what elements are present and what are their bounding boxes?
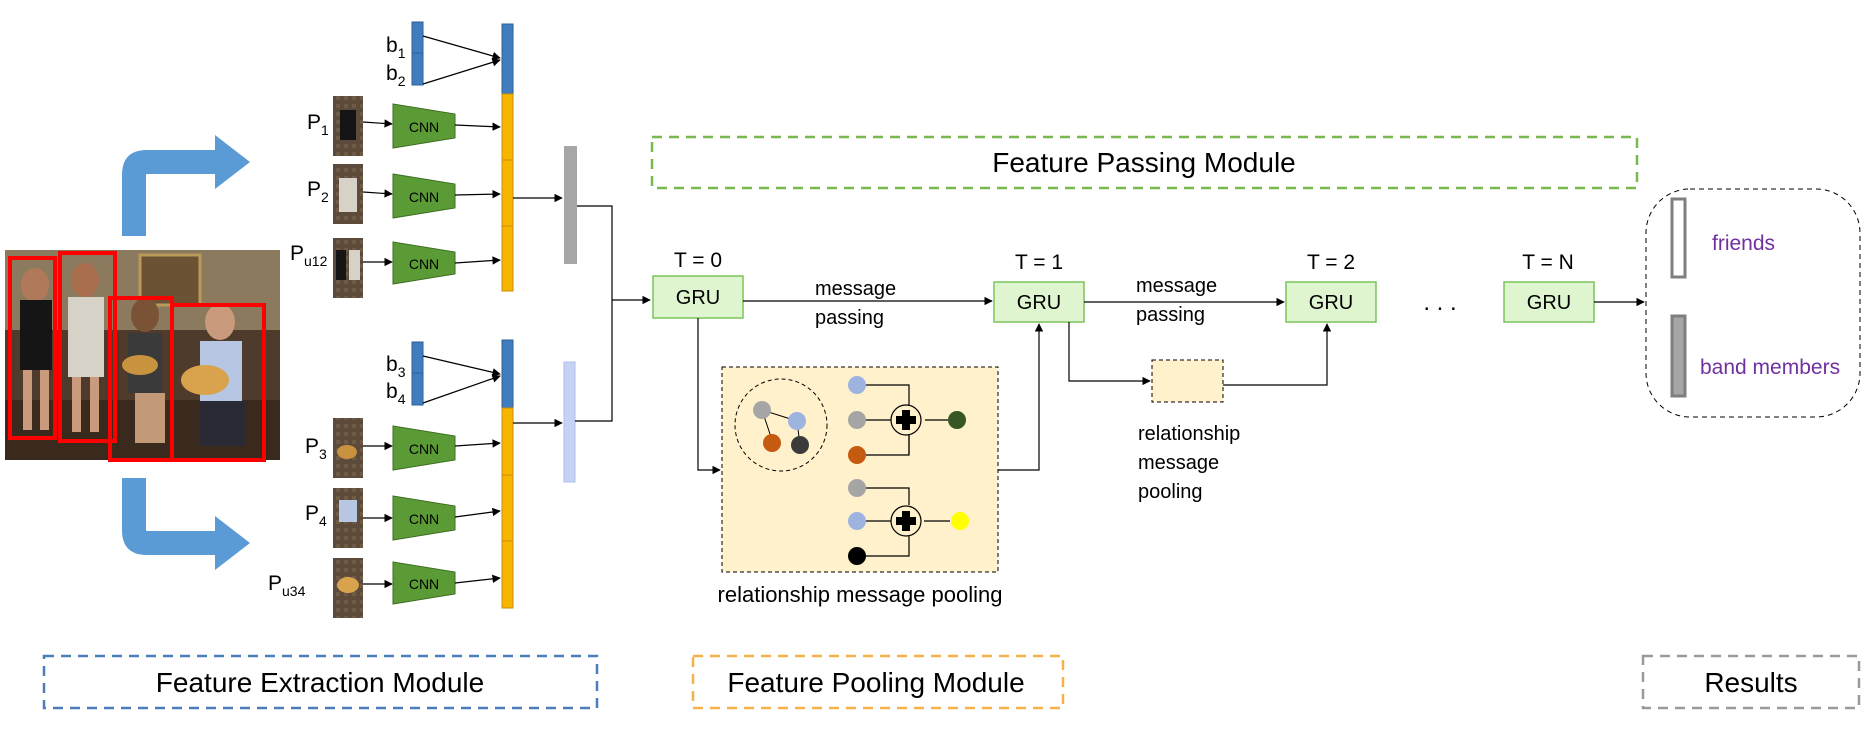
- timestep-t0: T = 0: [674, 249, 722, 272]
- agg-input-lightblue-1: [848, 376, 866, 394]
- agg-input-gray-1: [848, 411, 866, 429]
- ellipsis: . . .: [1423, 289, 1456, 316]
- rmp-mini-label-3: pooling: [1138, 481, 1203, 503]
- message-passing-label-1b: passing: [815, 307, 884, 329]
- gru-tn-label: GRU: [1527, 292, 1571, 314]
- results-module-title: Results: [1704, 667, 1797, 698]
- result-label-band-members: band members: [1700, 356, 1840, 379]
- agg-input-black-2: [848, 547, 866, 565]
- input-photo: [5, 250, 280, 460]
- result-bar-band-members: [1670, 314, 1687, 398]
- cnn-block-pu12: [392, 241, 456, 285]
- result-bar-friends: [1670, 197, 1687, 279]
- graph-node-lightblue: [788, 412, 806, 430]
- bbox-1: [8, 256, 57, 440]
- agg-input-gray-2: [848, 479, 866, 497]
- cnn-block-p1: [392, 103, 456, 149]
- feature-passing-module-title: Feature Passing Module: [992, 147, 1296, 178]
- relationship-message-pooling-mini: [1151, 359, 1224, 403]
- message-passing-label-2a: message: [1136, 275, 1217, 297]
- cnn-block-p3: [392, 425, 456, 471]
- label-p4: P4: [305, 502, 327, 529]
- bbox-2: [58, 251, 117, 443]
- gru-t2-label: GRU: [1309, 292, 1353, 314]
- gru-t0: [652, 275, 744, 319]
- label-b1: b1: [386, 34, 406, 61]
- label-b4: b4: [386, 380, 406, 407]
- concat-feature-bar-top-blue: [501, 23, 514, 95]
- graph-node-orange: [763, 434, 781, 452]
- feature-pooling-module-title: Feature Pooling Module: [727, 667, 1024, 698]
- cnn-label-p1: CNN: [409, 119, 439, 135]
- results-panel: friends band members: [1645, 188, 1861, 418]
- gru-chain: T = 0 GRU T = 1 GRU T = 2 GRU T = N GRU …: [652, 249, 1645, 503]
- rmp-mini-label-1: relationship: [1138, 423, 1240, 445]
- cnn-label-pu12: CNN: [409, 256, 439, 272]
- timestep-t1: T = 1: [1015, 251, 1063, 274]
- blue-split-arrow-down: [122, 478, 250, 570]
- gru-t1: [993, 281, 1085, 323]
- merge-connectors: [575, 205, 651, 422]
- result-label-friends: friends: [1712, 232, 1775, 255]
- timestep-tn: T = N: [1522, 251, 1574, 274]
- feature-extraction-module-title: Feature Extraction Module: [156, 667, 484, 698]
- label-b3: b3: [386, 353, 406, 380]
- concat-feature-bar-top-yellow: [501, 93, 514, 292]
- rmp-mini-label-2: message: [1138, 452, 1219, 474]
- top-extraction-group: b1 b2 P1 CNN P2 CNN Pu12 CNN: [290, 21, 577, 298]
- results-module-box: Results: [1641, 654, 1861, 710]
- message-passing-label-1a: message: [815, 278, 896, 300]
- graph-node-gray: [753, 401, 771, 419]
- label-b2: b2: [386, 62, 406, 89]
- feature-passing-module-box: Feature Passing Module: [650, 135, 1639, 190]
- label-p3: P3: [305, 435, 327, 462]
- feature-extraction-module-box: Feature Extraction Module: [42, 654, 599, 710]
- pooling-panel-caption: relationship message pooling: [718, 582, 1003, 607]
- blue-split-arrow-up: [122, 135, 250, 236]
- bbox-4: [170, 303, 266, 462]
- graph-node-dark: [791, 436, 809, 454]
- gru-t0-label: GRU: [676, 287, 720, 309]
- timestep-t2: T = 2: [1307, 251, 1355, 274]
- cnn-label-p3: CNN: [409, 441, 439, 457]
- agg-output-green: [948, 411, 966, 429]
- cnn-label-p2: CNN: [409, 189, 439, 205]
- label-p2: P2: [307, 178, 329, 205]
- bottom-extraction-group: b3 b4 P3 CNN P4 CNN Pu34 CNN: [268, 339, 576, 618]
- feature-pooling-module-box: Feature Pooling Module: [691, 654, 1065, 710]
- person-bounding-boxes: [8, 251, 266, 462]
- concat-feature-bar-bottom-yellow: [501, 407, 514, 609]
- gru-t1-label: GRU: [1017, 292, 1061, 314]
- cnn-block-pu34: [392, 561, 456, 605]
- pooled-feature-light-blue: [563, 361, 576, 483]
- agg-input-lightblue-2: [848, 512, 866, 530]
- cnn-label-pu34: CNN: [409, 576, 439, 592]
- message-passing-label-2b: passing: [1136, 304, 1205, 326]
- cnn-block-p2: [392, 173, 456, 219]
- gru-tn: [1503, 281, 1595, 323]
- pooled-feature-gray: [564, 146, 577, 264]
- cnn-label-p4: CNN: [409, 511, 439, 527]
- label-p1: P1: [307, 111, 329, 138]
- label-pu12: Pu12: [290, 242, 328, 269]
- gru-t2: [1285, 281, 1377, 323]
- concat-feature-bar-bottom-blue: [501, 339, 514, 409]
- relationship-message-pooling-panel: relationship message pooling: [718, 366, 1003, 607]
- agg-input-orange-1: [848, 446, 866, 464]
- agg-output-yellow: [951, 512, 969, 530]
- cnn-block-p4: [392, 495, 456, 541]
- label-pu34: Pu34: [268, 572, 306, 599]
